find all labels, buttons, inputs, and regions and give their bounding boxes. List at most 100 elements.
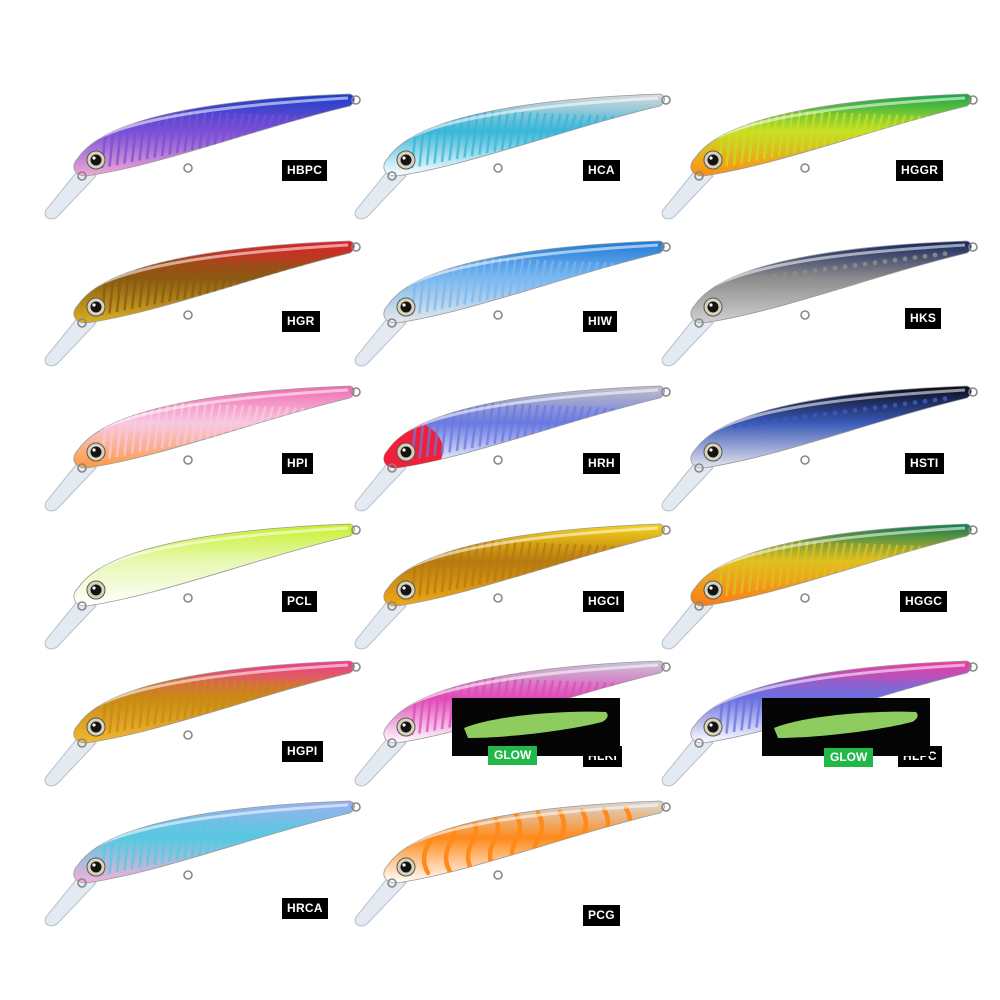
belly-ring (183, 730, 193, 740)
belly-ring (800, 310, 810, 320)
glowing-lure-silhouette (774, 711, 918, 738)
tail-ring (968, 662, 978, 672)
line-tie (387, 463, 397, 473)
body-pattern (714, 243, 966, 287)
glow-badge: GLOW (488, 746, 538, 765)
tail-ring (968, 525, 978, 535)
tail-ring (351, 387, 361, 397)
belly-ring (183, 593, 193, 603)
lure-hks (661, 240, 978, 367)
color-code-label: HGGR (896, 160, 944, 181)
belly-ring (493, 870, 503, 880)
lure-eye (703, 717, 723, 737)
line-tie (387, 171, 397, 181)
color-code-label: HPI (282, 453, 313, 474)
tail-ring (968, 387, 978, 397)
tail-ring (351, 802, 361, 812)
glow-preview-panel (762, 698, 930, 756)
diving-lip (354, 874, 407, 927)
belly-ring (183, 870, 193, 880)
tail-ring (968, 242, 978, 252)
tail-ring (661, 525, 671, 535)
color-code-label: HGPI (282, 741, 323, 762)
diving-lip (354, 459, 407, 512)
line-tie (387, 601, 397, 611)
line-tie (694, 601, 704, 611)
line-tie (387, 738, 397, 748)
diving-lip (44, 597, 97, 650)
lure-eye (86, 580, 106, 600)
line-tie (77, 738, 87, 748)
line-tie (77, 463, 87, 473)
line-tie (694, 463, 704, 473)
lure-pcg (354, 800, 671, 927)
line-tie (694, 171, 704, 181)
color-code-label: HKS (905, 308, 942, 329)
line-tie (387, 318, 397, 328)
line-tie (387, 878, 397, 888)
belly-ring (493, 455, 503, 465)
color-code-label: HRCA (282, 898, 328, 919)
line-tie (77, 878, 87, 888)
lure-hca (354, 93, 671, 220)
lure-eye (703, 150, 723, 170)
line-tie (694, 318, 704, 328)
tail-ring (661, 95, 671, 105)
color-code-label: HRH (583, 453, 620, 474)
body-pattern (714, 388, 966, 432)
tail-ring (351, 95, 361, 105)
lure-eye (396, 297, 416, 317)
color-code-label: PCL (282, 591, 317, 612)
lure-hiw (354, 240, 671, 367)
diving-lip (44, 314, 97, 367)
tail-ring (661, 802, 671, 812)
diving-lip (354, 314, 407, 367)
lure-hggr (661, 93, 978, 220)
belly-ring (800, 593, 810, 603)
glowing-lure-silhouette (464, 711, 608, 738)
diving-lip (661, 597, 714, 650)
lure-hpi (44, 385, 361, 512)
tail-ring (351, 242, 361, 252)
color-code-label: HGR (282, 311, 320, 332)
lure-eye (86, 717, 106, 737)
color-code-label: HGCI (583, 591, 625, 612)
diving-lip (661, 459, 714, 512)
diving-lip (661, 314, 714, 367)
line-tie (77, 171, 87, 181)
color-code-label: HGGC (900, 591, 948, 612)
lure-eye (86, 150, 106, 170)
color-code-label: HIW (583, 311, 618, 332)
lure-pcl (44, 523, 361, 650)
diving-lip (661, 167, 714, 220)
tail-ring (351, 525, 361, 535)
lure-eye (703, 580, 723, 600)
color-code-label: HCA (583, 160, 620, 181)
lure-eye (703, 442, 723, 462)
lure-hrca (44, 800, 361, 927)
belly-ring (493, 310, 503, 320)
tail-ring (661, 242, 671, 252)
belly-ring (800, 455, 810, 465)
diving-lip (44, 734, 97, 787)
tail-ring (661, 387, 671, 397)
diving-lip (44, 874, 97, 927)
lure-hgr (44, 240, 361, 367)
belly-ring (183, 310, 193, 320)
lure-eye (396, 717, 416, 737)
lure-eye (86, 442, 106, 462)
diving-lip (661, 734, 714, 787)
lure-hrh (354, 385, 671, 512)
tail-ring (661, 662, 671, 672)
lure-hgci (354, 523, 671, 650)
tail-ring (968, 95, 978, 105)
diving-lip (354, 597, 407, 650)
lure-hbpc (44, 93, 361, 220)
lure-hsti (661, 385, 978, 512)
glow-badge: GLOW (824, 748, 874, 767)
color-code-label: PCG (583, 905, 620, 926)
color-code-label: HSTI (905, 453, 944, 474)
lure-eye (703, 297, 723, 317)
line-tie (77, 318, 87, 328)
